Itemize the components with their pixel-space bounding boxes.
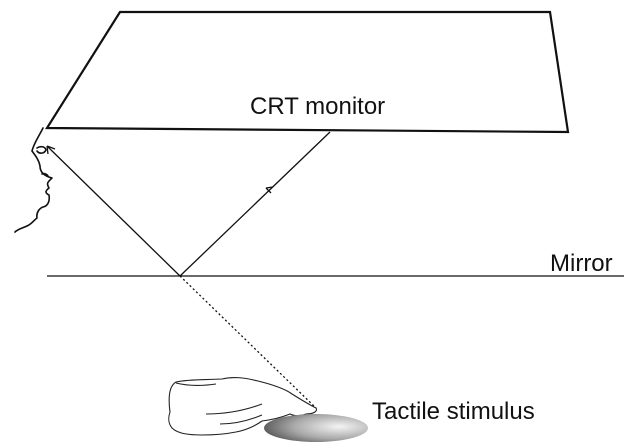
eye-arrowhead [46,145,56,155]
observer-nostril [41,172,49,177]
monitor-to-mirror-ray [179,131,331,277]
mirror-to-eye-ray [47,146,181,277]
ray-direction-arrow [265,186,274,194]
tactile-stimulus-disc [264,414,368,442]
crt-monitor-label: CRT monitor [250,93,385,120]
observer-eye-icon [36,145,47,154]
mirror-label: Mirror [550,250,613,277]
hand-finger-lines [175,382,263,425]
crt-monitor-shape [45,10,570,134]
tactile-stimulus-label: Tactile stimulus [372,398,535,425]
observer-face-profile [14,127,53,233]
virtual-image-path [179,275,317,409]
hand-outline [168,376,318,436]
